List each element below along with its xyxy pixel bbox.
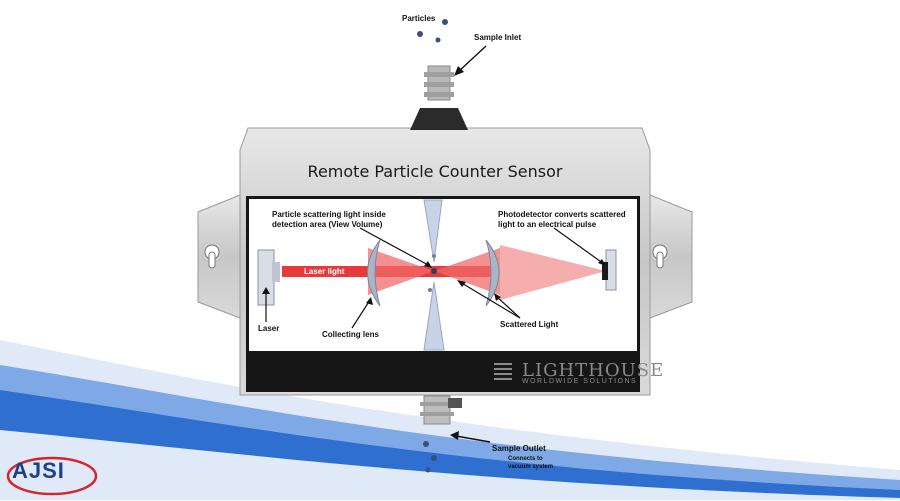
company-logo: AJSI	[12, 458, 65, 483]
scattering-label-line1: Particle scattering light inside	[272, 210, 386, 219]
photodetector-label-line2: light to an electrical pulse	[498, 220, 597, 229]
scattering-label-line2: detection area (View Volume)	[272, 220, 383, 229]
brand-mark-icon	[492, 360, 514, 382]
brand-name: LIGHTHOUSE	[522, 360, 665, 381]
collecting-lens-label: Collecting lens	[322, 330, 379, 339]
photodetector-label-line1: Photodetector converts scattered	[498, 210, 626, 219]
connects-label-line1: Connects to	[508, 456, 543, 462]
sample-outlet-label: Sample Outlet	[492, 444, 546, 453]
logo-swoosh-icon	[4, 452, 124, 496]
diagram-title: Remote Particle Counter Sensor	[307, 162, 563, 181]
brand-tagline: WORLDWIDE SOLUTIONS	[522, 378, 638, 385]
sample-inlet-label: Sample Inlet	[474, 33, 522, 42]
connects-label-line2: vacuum system	[508, 464, 554, 470]
particles-label: Particles	[402, 14, 436, 23]
laser-light-label: Laser light	[304, 267, 345, 276]
laser-label: Laser	[258, 324, 280, 333]
scattered-light-label: Scattered Light	[500, 320, 559, 329]
